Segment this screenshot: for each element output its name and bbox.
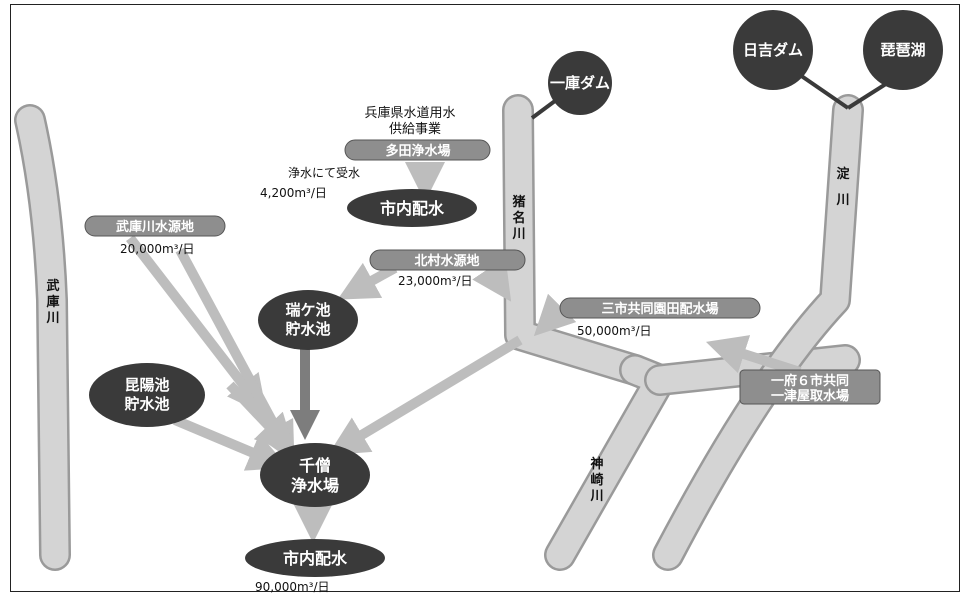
hiyoshi-connector <box>798 73 850 110</box>
konyoike-line1: 昆陽池 <box>124 376 169 394</box>
river-yodogawa <box>652 94 864 571</box>
arrow-ichifu-sonoda <box>705 335 802 377</box>
mukogawa-source-volume: 20,000m³/日 <box>120 242 195 256</box>
kitamura-source-volume: 23,000m³/日 <box>398 274 473 288</box>
zuigaike-line1: 瑞ケ池 <box>285 301 330 319</box>
sanshi-sonoda-pill: 三市共同園田配水場 <box>559 297 761 319</box>
mukogawa-label-char-3: 川 <box>45 311 59 326</box>
arrow-kitamura-zuiga <box>337 262 398 300</box>
arrow-kitamura-down <box>472 257 512 302</box>
arrow-mukogawa-senzo <box>175 247 295 463</box>
kanzakigawa-label-char-3: 川 <box>589 489 603 504</box>
hyogo-supply-line1: 兵庫県水道用水 <box>364 106 455 121</box>
city-dist-top: 市内配水 <box>347 189 477 227</box>
dam-hiyoshi-label: 日吉ダム <box>743 41 803 59</box>
senzo-line2: 浄水場 <box>291 476 339 495</box>
dam-hitokura-label: 一庫ダム <box>550 74 610 92</box>
arrow-mukogawa-konyo <box>126 234 268 416</box>
tada-note: 浄水にて受水 <box>288 166 360 180</box>
river-mukogawa <box>14 104 71 571</box>
flow-arrows <box>126 162 802 543</box>
inagawa-label-char-2: 名 <box>512 210 525 226</box>
ichifu-intake-line1: 一府６市共同 <box>771 373 849 389</box>
city-dist-top-label: 市内配水 <box>380 199 445 218</box>
zuigaike-reservoir: 瑞ケ池 貯水池 <box>258 290 358 350</box>
hyogo-supply-line2: 供給事業 <box>389 121 441 137</box>
inagawa-label-char-3: 川 <box>511 227 525 242</box>
kanzakigawa-label-char-2: 崎 <box>590 472 603 488</box>
senzo-line1: 千僧 <box>299 456 331 475</box>
dam-biwako-label: 琵琶湖 <box>880 41 925 59</box>
river-inagawa <box>502 94 651 386</box>
mukogawa-source-pill: 武庫川水源地 <box>84 215 226 237</box>
kanzakigawa-label-char-1: 神 <box>590 456 603 472</box>
tada-plant-pill: 多田浄水場 <box>344 139 491 161</box>
sanshi-sonoda-volume: 50,000m³/日 <box>577 324 652 338</box>
tada-volume: 4,200m³/日 <box>260 186 327 200</box>
city-dist-bottom: 市内配水 <box>245 539 385 577</box>
konyoike-reservoir: 昆陽池 貯水池 <box>89 363 205 427</box>
arrow-sonoda-link <box>533 293 577 337</box>
yodogawa-label-char-1: 淀 <box>836 166 850 182</box>
konyoike-line2: 貯水池 <box>124 395 169 413</box>
dam-hitokura: 一庫ダム <box>548 51 612 115</box>
senzo-plant: 千僧 浄水場 <box>260 443 370 507</box>
mukogawa-label-char-1: 武 <box>46 278 59 294</box>
arrow-konyo-senzo-2 <box>173 415 289 471</box>
dam-biwako: 琵琶湖 <box>863 10 943 90</box>
city-dist-bottom-label: 市内配水 <box>283 549 348 568</box>
zuigaike-line2: 貯水池 <box>285 320 330 338</box>
dam-hiyoshi: 日吉ダム <box>733 10 813 90</box>
sanshi-sonoda-label: 三市共同園田配水場 <box>601 301 718 317</box>
diagram-frame <box>10 4 960 592</box>
arrow-sonoda-senzo <box>327 335 523 456</box>
mukogawa-label-char-2: 庫 <box>46 294 59 310</box>
mukogawa-source-label: 武庫川水源地 <box>116 219 194 235</box>
ichifu-intake-line2: 一津屋取水場 <box>771 388 849 404</box>
kitamura-source-pill: 北村水源地 <box>369 249 526 271</box>
city-dist-bottom-volume: 90,000m³/日 <box>255 580 330 594</box>
yodogawa-label-char-2: 川 <box>835 193 849 208</box>
inagawa-label-char-1: 猪 <box>511 194 525 210</box>
arrow-konyo-senzo-1 <box>226 381 296 455</box>
tada-plant-label: 多田浄水場 <box>385 143 450 159</box>
kitamura-source-label: 北村水源地 <box>414 253 479 269</box>
ichifu-intake-box: 一府６市共同 一津屋取水場 <box>739 369 881 405</box>
